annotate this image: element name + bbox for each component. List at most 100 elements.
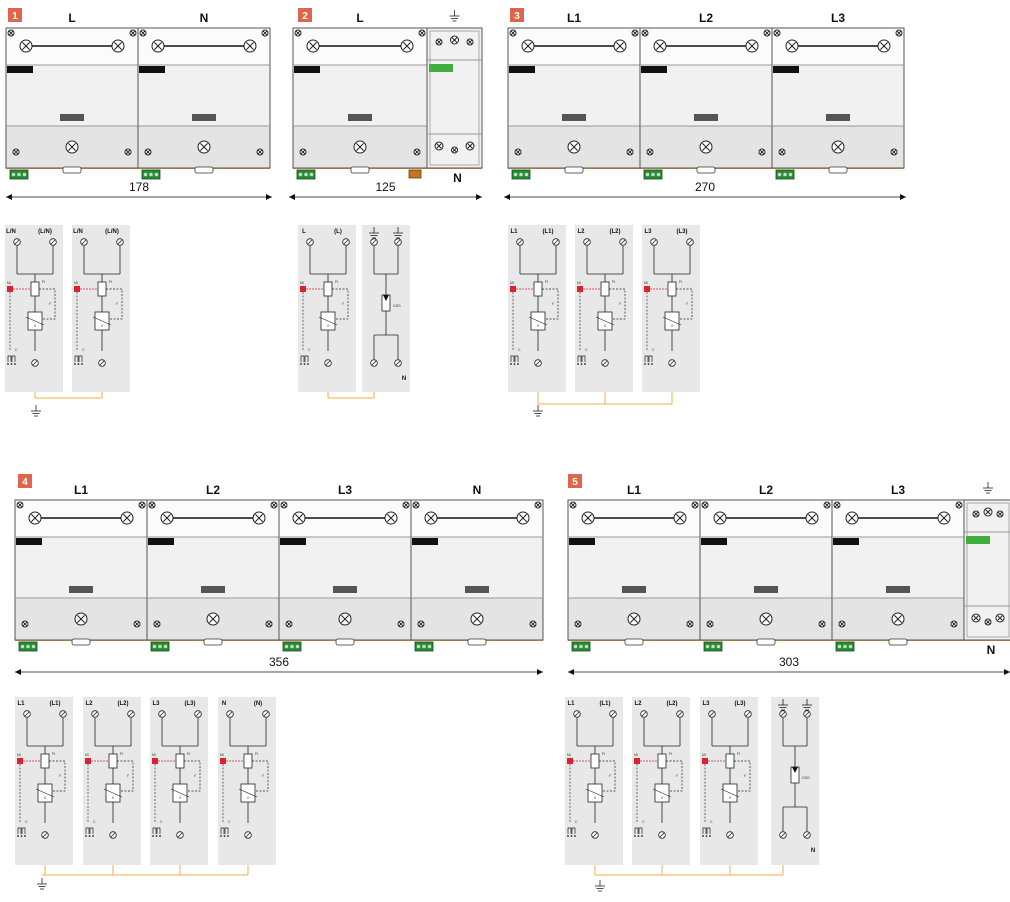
screw-icon bbox=[773, 29, 781, 37]
terminal-icon bbox=[158, 710, 166, 718]
t-label: t° bbox=[116, 302, 119, 306]
status-indicator bbox=[641, 66, 667, 73]
screw-icon bbox=[701, 501, 709, 509]
indicator-window bbox=[333, 586, 357, 593]
screw-icon bbox=[16, 501, 24, 509]
terminal-label-out: (L1) bbox=[50, 701, 61, 707]
c-label: C bbox=[25, 820, 28, 824]
terminal-label-in: L3 bbox=[152, 701, 160, 707]
panel-number-badge: 3 bbox=[510, 8, 524, 22]
terminal-icon bbox=[370, 238, 378, 246]
screw-icon bbox=[450, 35, 459, 45]
terminal-block bbox=[296, 169, 316, 180]
terminal-icon bbox=[516, 238, 524, 246]
ft-label: Ft bbox=[120, 752, 123, 756]
panel-3 bbox=[508, 166, 904, 417]
width-dimension: 270 bbox=[504, 180, 906, 200]
neutral-label: N bbox=[453, 171, 462, 185]
screw-icon bbox=[129, 29, 137, 37]
thermal-fuse bbox=[40, 753, 50, 769]
terminal-icon bbox=[591, 831, 599, 839]
terminal-label-in: L2 bbox=[634, 701, 642, 707]
spd-module: L bbox=[292, 11, 428, 174]
c-label: C bbox=[228, 820, 231, 824]
t-label: t° bbox=[609, 774, 612, 778]
ground-icon bbox=[595, 880, 605, 892]
t-label: t° bbox=[194, 774, 197, 778]
terminal-block bbox=[643, 169, 663, 180]
screw-icon bbox=[418, 29, 426, 37]
panel-number: 2 bbox=[302, 11, 308, 22]
terminal-block bbox=[414, 641, 434, 652]
status-indicator bbox=[280, 538, 306, 545]
terminal-icon bbox=[650, 238, 658, 246]
mi-indicator bbox=[634, 758, 640, 764]
screw-icon bbox=[470, 612, 484, 626]
screw-icon bbox=[280, 501, 288, 509]
thermal-fuse bbox=[243, 753, 253, 769]
mi-label: MI bbox=[510, 281, 514, 285]
c-label: C bbox=[308, 348, 311, 352]
screw-icon bbox=[120, 511, 134, 525]
indicator-window bbox=[826, 114, 850, 121]
status-indicator bbox=[294, 66, 320, 73]
status-window bbox=[966, 536, 990, 544]
panel-number-badge: 4 bbox=[18, 474, 32, 488]
terminal-icon bbox=[668, 359, 676, 367]
screw-icon bbox=[983, 507, 993, 517]
screw-icon bbox=[995, 613, 1005, 623]
indicator-window bbox=[465, 586, 489, 593]
t-label: t° bbox=[744, 774, 747, 778]
terminal-icon bbox=[109, 831, 117, 839]
screw-icon bbox=[148, 501, 156, 509]
mi-label: MI bbox=[567, 753, 571, 757]
terminal-icon bbox=[534, 359, 542, 367]
terminal-icon bbox=[13, 238, 21, 246]
width-dimension: 178 bbox=[6, 180, 272, 200]
terminal-icon bbox=[91, 710, 99, 718]
mi-indicator bbox=[644, 286, 650, 292]
status-window bbox=[429, 64, 453, 72]
indicator-window bbox=[754, 586, 778, 593]
screw-icon bbox=[937, 511, 951, 525]
screw-icon bbox=[338, 612, 352, 626]
screw-icon bbox=[516, 511, 530, 525]
t-label: t° bbox=[686, 302, 689, 306]
screw-icon bbox=[778, 148, 786, 156]
module-label: L3 bbox=[831, 11, 845, 25]
ft-label: Ft bbox=[612, 280, 615, 284]
v-label: V bbox=[604, 324, 607, 328]
t-label: t° bbox=[619, 302, 622, 306]
screw-icon bbox=[261, 29, 269, 37]
terminal-label-in: L2 bbox=[85, 701, 93, 707]
terminal-icon bbox=[779, 831, 787, 839]
indicator-window bbox=[60, 114, 84, 121]
spd-module: L3 bbox=[771, 11, 905, 174]
terminal-icon bbox=[176, 831, 184, 839]
terminal-icon bbox=[306, 238, 314, 246]
terminal-icon bbox=[658, 831, 666, 839]
screw-icon bbox=[465, 141, 475, 151]
thermal-fuse bbox=[323, 281, 333, 297]
terminal-icon bbox=[98, 359, 106, 367]
t-label: t° bbox=[262, 774, 265, 778]
screw-icon bbox=[19, 39, 33, 53]
screw-icon bbox=[12, 148, 20, 156]
c-label: C bbox=[642, 820, 645, 824]
screw-icon bbox=[138, 501, 146, 509]
indicator-window bbox=[562, 114, 586, 121]
screw-icon bbox=[21, 620, 29, 628]
ft-label: Ft bbox=[52, 752, 55, 756]
terminal-block bbox=[703, 641, 723, 652]
ground-icon bbox=[31, 405, 41, 417]
t-label: t° bbox=[342, 302, 345, 306]
terminal-label-in: L bbox=[302, 229, 306, 235]
terminal-label-out: (L/N) bbox=[38, 229, 52, 235]
v-label: V bbox=[537, 324, 540, 328]
module-label: L2 bbox=[699, 11, 713, 25]
